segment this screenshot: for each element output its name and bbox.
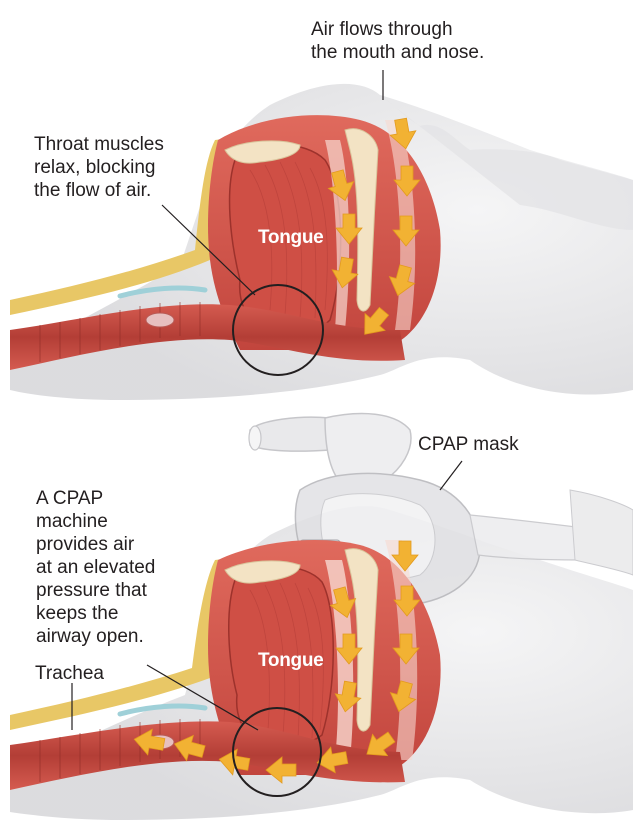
trachea-label: Trachea <box>35 662 104 685</box>
cpap-mask-pointer <box>440 461 462 490</box>
throat-muscles-label: Throat muscles relax, blocking the flow … <box>34 133 164 202</box>
cpap-mask-label: CPAP mask <box>418 433 519 456</box>
top-tongue-label: Tongue <box>258 227 323 249</box>
cpap-machine-label: A CPAP machine provides air at an elevat… <box>36 487 155 648</box>
airflow-label: Air flows through the mouth and nose. <box>311 18 484 64</box>
bottom-tongue-label: Tongue <box>258 650 323 672</box>
